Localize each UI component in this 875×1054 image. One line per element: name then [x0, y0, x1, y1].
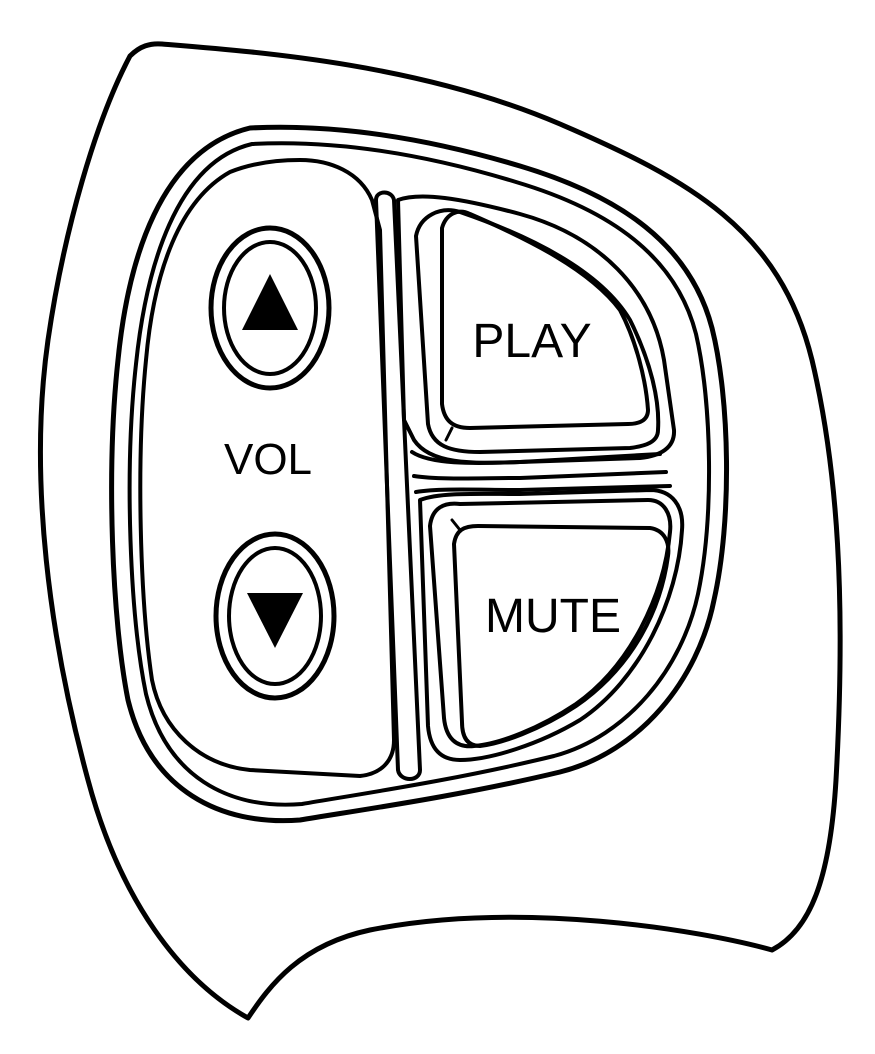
play-label: PLAY: [472, 315, 591, 368]
mute-label: MUTE: [485, 590, 621, 643]
control-housing: [37, 41, 843, 1021]
divider-strip: [374, 190, 422, 781]
play-button[interactable]: PLAY: [396, 194, 676, 465]
volume-label: VOL: [224, 435, 312, 484]
triangle-up-icon: [242, 274, 298, 330]
mute-button[interactable]: MUTE: [418, 488, 685, 762]
volume-down-button[interactable]: [213, 531, 337, 701]
triangle-down-icon: [247, 593, 303, 648]
volume-up-button[interactable]: [208, 225, 332, 391]
control-panel: [109, 124, 730, 824]
volume-rocker[interactable]: [138, 158, 396, 778]
